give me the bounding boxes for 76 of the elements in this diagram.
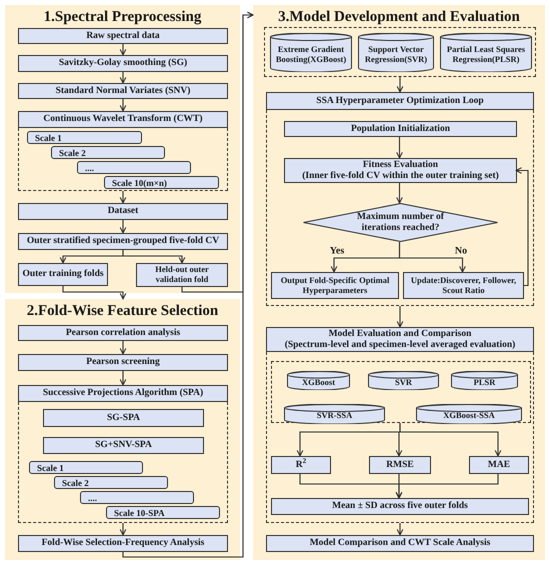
box-label: Extreme Gradient Boosting(XGBoost) bbox=[274, 44, 348, 64]
stacked-card: Scale 2 bbox=[51, 146, 165, 159]
arrow bbox=[396, 137, 403, 159]
box-label: Partial Least Squares Regression(PLSR) bbox=[446, 44, 526, 64]
section-panel bbox=[5, 5, 240, 293]
process-box: R$^{2}$ bbox=[271, 456, 331, 474]
process-box: Held-out outer validation fold bbox=[136, 263, 228, 287]
section-panel bbox=[253, 5, 545, 560]
arrow bbox=[399, 423, 502, 457]
process-box: Raw spectral data bbox=[18, 28, 228, 44]
arrow bbox=[396, 523, 404, 536]
process-box: SG-SPA bbox=[43, 409, 204, 427]
process-box: MAE bbox=[469, 456, 529, 474]
dashed-region bbox=[266, 352, 534, 523]
section-title: 2.Fold-Wise Feature Selection bbox=[26, 302, 220, 320]
arrow bbox=[120, 99, 126, 112]
box-label: XGBoost bbox=[302, 378, 336, 388]
stacked-card: Scale 10-SPA bbox=[106, 506, 220, 519]
arrow bbox=[120, 191, 126, 204]
process-box: Fitness Evaluation (Inner five-fold CV within the outer training set) bbox=[284, 158, 517, 183]
process-box: Continuous Wavelet Transform (CWT) bbox=[18, 111, 228, 128]
section-title: 1.Spectral Preprocessing bbox=[42, 8, 202, 26]
process-box: Fold-Wise Selection-Frequency Analysis bbox=[18, 535, 228, 552]
process-box: Mean ± SD across five outer folds bbox=[271, 498, 529, 515]
arrow bbox=[122, 12, 254, 558]
arrow bbox=[515, 167, 529, 286]
section-panel bbox=[5, 299, 240, 560]
process-box: Output Fold-Specific Optimal Hyperparameters bbox=[271, 272, 399, 299]
arrow bbox=[120, 371, 126, 386]
box-label: PLSR bbox=[474, 378, 496, 388]
process-box: Dataset bbox=[18, 203, 228, 220]
stacked-card: Scale 1 bbox=[29, 461, 143, 474]
arrow bbox=[120, 523, 126, 536]
box-label: Maximum number of iterations reached? bbox=[356, 212, 445, 234]
process-box: Savitzky-Golay smoothing (SG) bbox=[18, 55, 228, 72]
arrow bbox=[396, 306, 404, 328]
process-box: Population Initialization bbox=[284, 121, 517, 137]
edge-label: Yes bbox=[328, 246, 346, 256]
dashed-region bbox=[18, 402, 228, 523]
arrow bbox=[398, 242, 466, 273]
section-title: 3.Model Development and Evaluation bbox=[277, 8, 521, 26]
dashed-group bbox=[264, 27, 536, 77]
stacked-card: .... bbox=[77, 161, 191, 174]
arrow bbox=[122, 250, 186, 264]
box-label: SVR-SSA bbox=[316, 411, 352, 421]
process-box: Outer stratified specimen-grouped five-fold CV bbox=[18, 233, 228, 250]
process-box: SSA Hyperparameter Optimization Loop bbox=[266, 92, 534, 110]
process-box: Update:Discoverer, Follower, Scout Ratio bbox=[403, 272, 524, 299]
dashed-region bbox=[18, 128, 228, 191]
box-label: Support Vector Regression(SVR) bbox=[364, 44, 428, 64]
process-box: Model Evaluation and Comparison (Spectrum-level and specimen-level averaged evaluation) bbox=[266, 327, 534, 352]
edge-label: No bbox=[454, 246, 468, 256]
process-box: Successive Projections Algorithm (SPA) bbox=[18, 385, 228, 402]
stacked-card: Scale 1 bbox=[27, 131, 142, 144]
process-box: Outer training folds bbox=[18, 263, 108, 286]
arrow bbox=[120, 44, 126, 56]
stacked-card: Scale 2 bbox=[54, 476, 168, 489]
arrow bbox=[120, 341, 126, 355]
process-box: Model Comparison and CWT Scale Analysis bbox=[266, 535, 534, 552]
arrow bbox=[120, 220, 126, 234]
process-box: Pearson correlation analysis bbox=[18, 325, 228, 341]
box-label: SVR bbox=[394, 378, 412, 388]
dashed-region bbox=[266, 110, 534, 306]
process-box: RMSE bbox=[369, 456, 431, 474]
process-box: Standard Normal Variates (SNV) bbox=[18, 83, 228, 99]
arrow bbox=[396, 77, 404, 93]
stacked-card: .... bbox=[80, 491, 194, 504]
stacked-card: Scale 10(m×n) bbox=[104, 176, 219, 189]
arrow bbox=[62, 286, 126, 300]
process-box: Pearson screening bbox=[18, 354, 228, 371]
box-label: XGBoost-SSA bbox=[443, 411, 495, 421]
arrow bbox=[396, 183, 403, 204]
arrow bbox=[120, 72, 126, 84]
process-box: SG+SNV-SPA bbox=[43, 437, 204, 454]
dashed-group bbox=[271, 361, 531, 423]
arrow bbox=[396, 474, 499, 499]
